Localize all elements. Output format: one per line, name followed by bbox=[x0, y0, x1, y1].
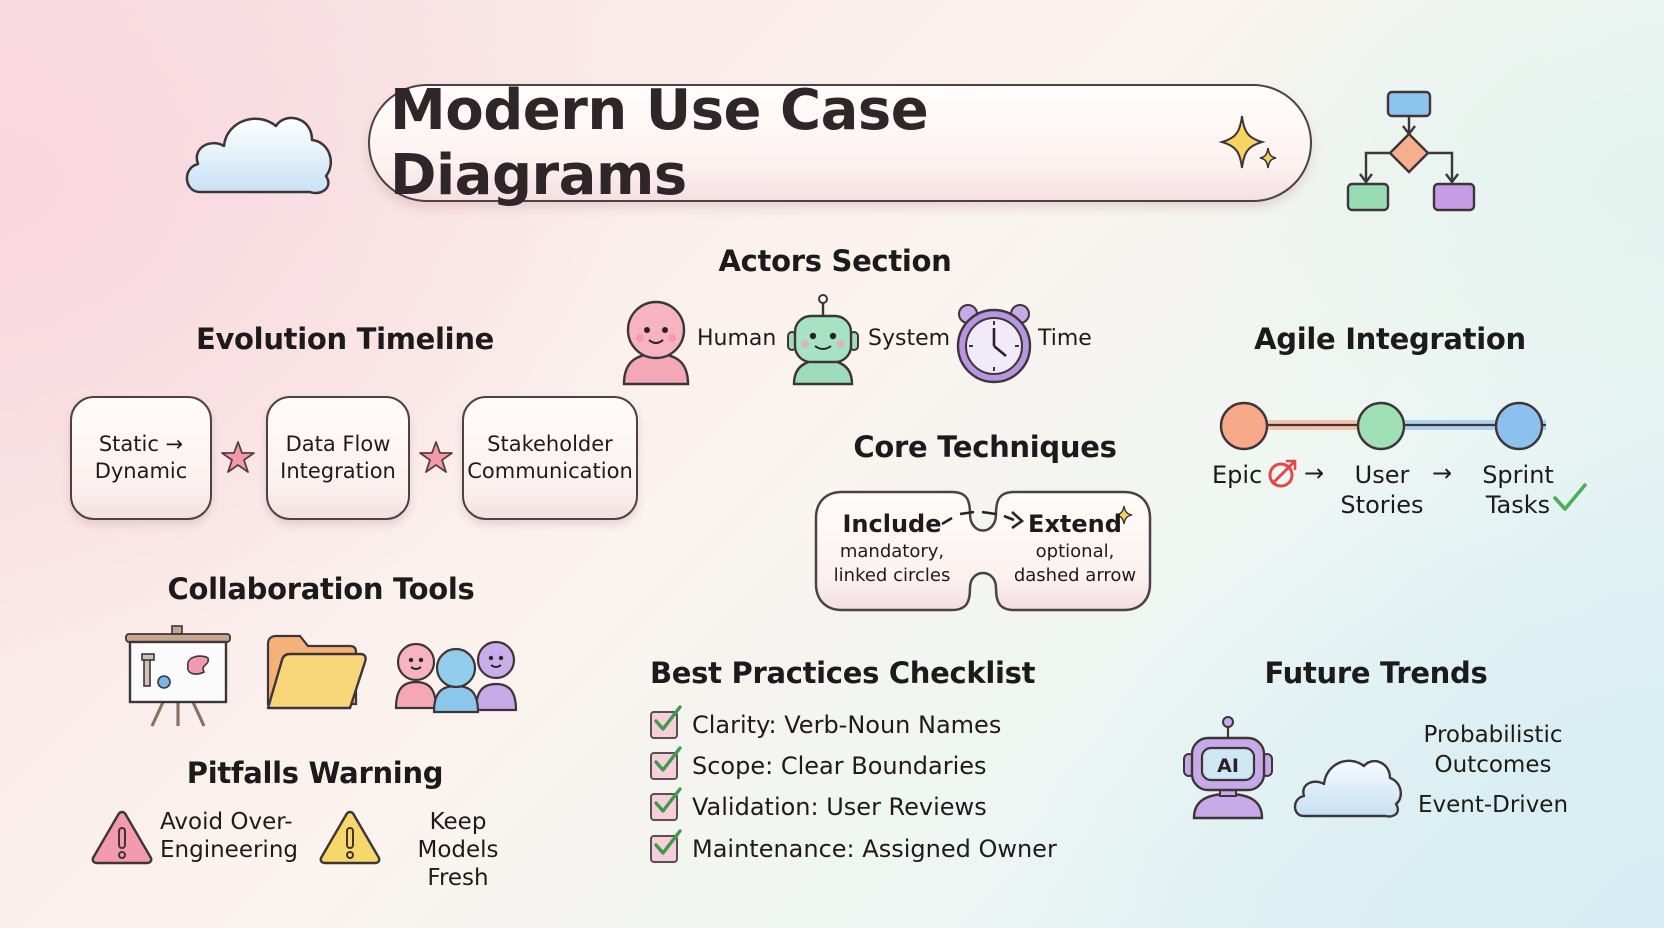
clock-actor-icon bbox=[956, 304, 1032, 384]
extend-desc-1: optional, bbox=[1035, 541, 1115, 562]
label-line: User bbox=[1354, 461, 1410, 489]
include-desc-2: linked circles bbox=[833, 565, 951, 586]
sparkle-icon bbox=[1218, 115, 1277, 169]
cloud-icon bbox=[1293, 759, 1402, 818]
core-heading: Core Techniques bbox=[853, 430, 1117, 464]
include-title: Include bbox=[842, 510, 942, 538]
future-heading: Future Trends bbox=[1264, 656, 1488, 690]
step-line: Integration bbox=[280, 459, 396, 483]
step-line: Dynamic bbox=[94, 459, 188, 483]
label-line: Stories bbox=[1340, 491, 1424, 519]
checklist-text: Validation: User Reviews bbox=[692, 793, 987, 821]
include-block: Include mandatory, linked circles bbox=[822, 510, 962, 588]
tasks-node bbox=[1494, 401, 1544, 451]
title-banner: Modern Use Case Diagrams bbox=[368, 78, 1312, 208]
warning-icon-yellow bbox=[319, 810, 381, 865]
step-line: Static → bbox=[98, 432, 184, 456]
checklist-text: Clarity: Verb-Noun Names bbox=[692, 711, 1002, 739]
timeline-step-static-dynamic: Static → Dynamic bbox=[70, 396, 212, 520]
trend-line: Outcomes bbox=[1434, 752, 1552, 778]
star-icon bbox=[221, 441, 255, 473]
extend-desc-2: dashed arrow bbox=[1013, 565, 1137, 586]
trend-line: Probabilistic bbox=[1423, 722, 1563, 748]
agile-label-epic: Epic bbox=[1212, 461, 1263, 489]
checked-checkbox-icon bbox=[650, 829, 682, 863]
stories-node bbox=[1356, 401, 1406, 451]
warning-icon-red bbox=[91, 810, 153, 865]
step-line: Data Flow bbox=[285, 432, 391, 456]
epic-node bbox=[1219, 401, 1269, 451]
checkmark-icon bbox=[1553, 483, 1587, 511]
step-line: Stakeholder bbox=[487, 432, 613, 456]
label-line: Sprint bbox=[1482, 461, 1554, 489]
pitfalls-heading: Pitfalls Warning bbox=[186, 756, 444, 790]
flowchart-icon bbox=[1346, 90, 1476, 212]
pitfall-keep-fresh: Keep Models Fresh bbox=[386, 808, 530, 892]
folder-icon bbox=[266, 634, 367, 710]
agile-label-stories: User Stories bbox=[1334, 460, 1430, 520]
robot-actor-icon bbox=[787, 294, 859, 386]
extend-title: Extend bbox=[1028, 510, 1122, 538]
future-trend-probabilistic: Probabilistic Outcomes bbox=[1408, 720, 1578, 780]
agile-arrow-2: → bbox=[1432, 459, 1453, 487]
agile-label-tasks: Sprint Tasks bbox=[1476, 460, 1560, 520]
actor-label-system: System bbox=[868, 326, 951, 351]
ai-robot-icon: AI bbox=[1183, 716, 1273, 820]
cloud-icon bbox=[185, 116, 332, 195]
checked-checkbox-icon bbox=[650, 787, 682, 821]
actor-label-time: Time bbox=[1038, 326, 1092, 351]
pitfall-line: Keep Models bbox=[417, 809, 499, 863]
checklist-text: Scope: Clear Boundaries bbox=[692, 752, 987, 780]
page-title: Modern Use Case Diagrams bbox=[390, 78, 929, 208]
agile-arrow-1: → bbox=[1304, 459, 1325, 487]
trend-line: Event-Driven bbox=[1417, 792, 1569, 818]
pitfall-over-engineering: Avoid Over- Engineering bbox=[160, 808, 298, 864]
include-desc-1: mandatory, bbox=[839, 541, 945, 562]
pitfall-line: Engineering bbox=[160, 837, 298, 863]
evolution-heading: Evolution Timeline bbox=[195, 322, 495, 356]
human-actor-icon bbox=[622, 300, 690, 386]
pitfall-line: Fresh bbox=[427, 865, 489, 891]
label-line: Tasks bbox=[1485, 491, 1551, 519]
future-trend-event-driven: Event-Driven bbox=[1408, 790, 1578, 820]
checklist-item: Validation: User Reviews bbox=[650, 787, 987, 824]
actor-label-human: Human bbox=[697, 326, 777, 351]
collaboration-heading: Collaboration Tools bbox=[167, 572, 475, 606]
ai-label: AI bbox=[1217, 755, 1239, 777]
checklist-heading: Best Practices Checklist bbox=[650, 656, 1036, 690]
target-icon bbox=[1268, 459, 1297, 488]
step-line: Communication bbox=[467, 459, 633, 483]
star-icon bbox=[419, 441, 453, 473]
checked-checkbox-icon bbox=[650, 705, 682, 739]
pitfall-line: Avoid Over- bbox=[160, 809, 293, 835]
agile-flow-line bbox=[1219, 401, 1546, 451]
checklist-item: Clarity: Verb-Noun Names bbox=[650, 705, 1002, 742]
checked-checkbox-icon bbox=[650, 746, 682, 780]
checklist-text: Maintenance: Assigned Owner bbox=[692, 835, 1057, 863]
checklist-item: Scope: Clear Boundaries bbox=[650, 746, 987, 783]
extend-block: Extend optional, dashed arrow bbox=[1002, 510, 1148, 588]
agile-heading: Agile Integration bbox=[1254, 322, 1526, 356]
checklist-item: Maintenance: Assigned Owner bbox=[650, 829, 1057, 866]
whiteboard-easel-icon bbox=[125, 625, 231, 727]
include-extend-shape bbox=[814, 490, 1152, 612]
actors-heading: Actors Section bbox=[718, 244, 952, 278]
team-people-icon bbox=[394, 640, 518, 714]
